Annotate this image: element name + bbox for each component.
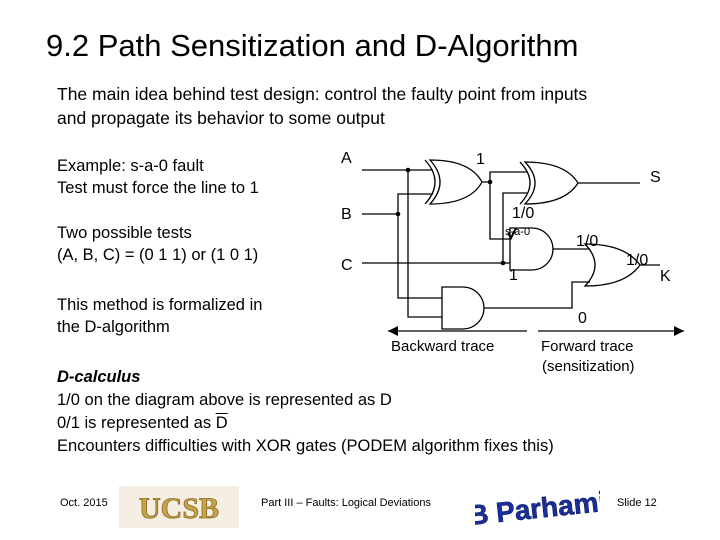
forward-arrowhead xyxy=(674,326,684,336)
dcalculus-line-1: 1/0 on the diagram above is represented … xyxy=(57,391,392,409)
xor1-output-value: 1 xyxy=(476,151,485,168)
junction-c xyxy=(500,260,506,266)
input-c-label: C xyxy=(341,257,353,274)
dcalculus-line-3: Encounters difficulties with XOR gates (… xyxy=(57,437,554,455)
forward-trace-sublabel: (sensitization) xyxy=(542,358,635,375)
slide-title: 9.2 Path Sensitization and D-Algorithm xyxy=(46,28,579,63)
and-gate-top xyxy=(509,227,554,271)
tests-line-2: (A, B, C) = (0 1 1) or (1 0 1) xyxy=(57,246,259,264)
footer-course: Part III – Faults: Logical Deviations xyxy=(261,497,431,509)
input-a-label: A xyxy=(341,150,352,167)
c-branch-value: 1 xyxy=(509,267,518,284)
intro-line-1: The main idea behind test design: contro… xyxy=(57,84,588,104)
and-output-value: 1/0 xyxy=(576,233,598,250)
tests-line-1: Two possible tests xyxy=(57,224,192,242)
footer-date: Oct. 2015 xyxy=(60,497,108,509)
wire-xor1-out xyxy=(482,171,528,183)
example-line-1: Example: s-a-0 fault xyxy=(57,157,204,175)
or-gate xyxy=(583,243,641,287)
and-gate-bottom xyxy=(441,286,485,330)
footer-slide-number: Slide 12 xyxy=(617,497,657,509)
ucsb-logo-text: UCSB xyxy=(139,492,219,525)
wire-and-bottom-out xyxy=(484,281,590,309)
fault-label: s-a-0 xyxy=(505,226,530,238)
dcalculus-line-2-text: 0/1 is represented as xyxy=(57,414,216,432)
wire-b xyxy=(362,193,433,215)
forward-trace-label: Forward trace xyxy=(541,338,634,355)
output-k-label: K xyxy=(660,268,671,285)
fault-check-mark xyxy=(507,227,517,241)
junction-b xyxy=(395,211,401,217)
fault-value: 1/0 xyxy=(512,205,534,222)
author-logo-text: B Parhami xyxy=(475,486,600,528)
example-line-2: Test must force the line to 1 xyxy=(57,179,259,197)
backward-arrowhead xyxy=(388,326,398,336)
author-logo: B Parhami xyxy=(475,486,600,528)
d-bar-symbol: D xyxy=(215,414,228,432)
wire-xor1-branch xyxy=(489,182,510,240)
output-s-label: S xyxy=(650,169,661,186)
xor-gate-2 xyxy=(519,161,579,205)
backward-trace-label: Backward trace xyxy=(391,338,494,355)
xor-gate-1 xyxy=(424,159,483,205)
intro-line-2: and propagate its behavior to some outpu… xyxy=(57,108,385,128)
dcalculus-line-2: 0/1 is represented as D xyxy=(57,414,228,433)
wire-c xyxy=(362,192,528,264)
bottom-and-value: 0 xyxy=(578,310,587,327)
junction-a xyxy=(405,167,411,173)
or-output-value: 1/0 xyxy=(626,252,648,269)
wire-b-branch xyxy=(397,214,442,299)
method-line-1: This method is formalized in xyxy=(57,296,263,314)
junction-xor1 xyxy=(487,179,493,185)
input-b-label: B xyxy=(341,206,352,223)
wire-a-branch xyxy=(407,170,442,318)
dcalculus-heading: D-calculus xyxy=(57,368,141,386)
ucsb-logo: UCSB xyxy=(119,486,239,528)
method-line-2: the D-algorithm xyxy=(57,318,170,336)
